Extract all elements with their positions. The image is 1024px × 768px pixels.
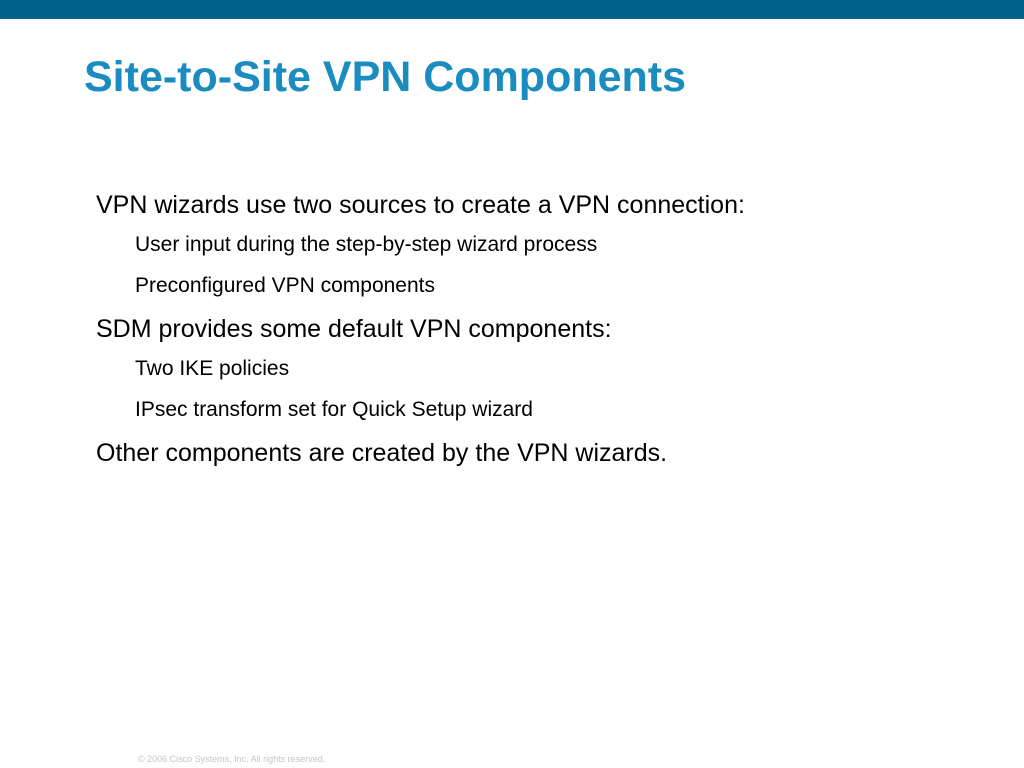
- bullet-vpn-wizard-sources: VPN wizards use two sources to create a …: [96, 191, 745, 219]
- sub-bullet-ipsec-transform-set: IPsec transform set for Quick Setup wiza…: [135, 398, 533, 421]
- slide-title: Site-to-Site VPN Components: [84, 53, 687, 101]
- bullet-sdm-default-components: SDM provides some default VPN components…: [96, 315, 612, 343]
- bullet-list: VPN wizards use two sources to create a …: [96, 190, 996, 480]
- copyright-footer: © 2006 Cisco Systems, Inc. All rights re…: [138, 754, 326, 764]
- sub-bullet-user-input: User input during the step-by-step wizar…: [135, 233, 598, 256]
- header-bar: [0, 0, 1024, 19]
- bullet-other-components: Other components are created by the VPN …: [96, 439, 668, 467]
- sub-bullet-ike-policies: Two IKE policies: [135, 357, 290, 380]
- sub-bullet-preconfigured-components: Preconfigured VPN components: [135, 274, 435, 297]
